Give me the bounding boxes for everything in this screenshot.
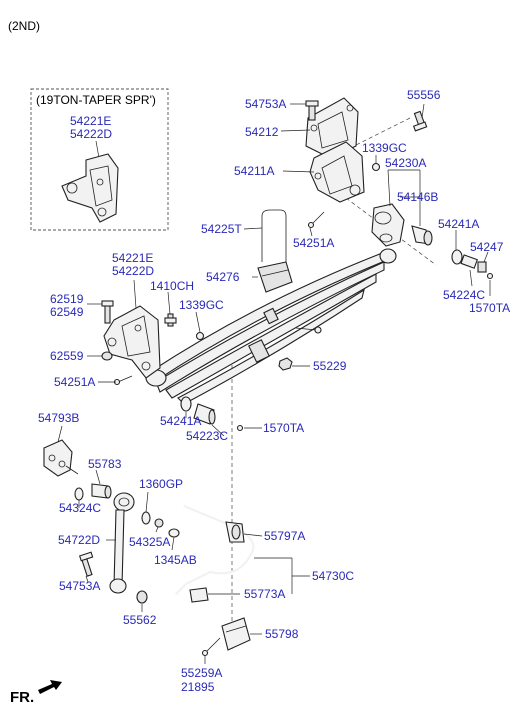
label-62549[interactable]: 62549 [50, 305, 84, 319]
label-54324c[interactable]: 54324C [59, 501, 101, 515]
label-55783[interactable]: 55783 [88, 457, 122, 471]
washer-right[interactable] [451, 249, 463, 265]
bushing-54146b[interactable] [411, 225, 433, 246]
label-54241a-mid[interactable]: 54241A [160, 414, 201, 428]
label-1339gc-top[interactable]: 1339GC [362, 141, 407, 155]
label-54222d[interactable]: 54222D [112, 264, 154, 278]
label-55556[interactable]: 55556 [407, 88, 441, 102]
label-55259a[interactable]: 55259A [181, 666, 222, 680]
label-1410ch[interactable]: 1410CH [150, 279, 194, 293]
bolt-62519[interactable] [101, 300, 114, 324]
label-54146b[interactable]: 54146B [397, 190, 438, 204]
u-bolt[interactable] [261, 209, 287, 262]
label-54211a[interactable]: 54211A [234, 164, 274, 178]
label-54221e[interactable]: 54221E [112, 251, 153, 265]
front-direction-label: FR. [10, 689, 34, 706]
nut-55229[interactable] [278, 357, 293, 371]
front-arrow-icon [38, 680, 62, 694]
leader-lines [57, 103, 491, 664]
bushing-55797a[interactable] [225, 521, 245, 543]
label-1570ta-mid[interactable]: 1570TA [263, 421, 304, 435]
bolt-55259a[interactable] [201, 637, 221, 657]
label-54212[interactable]: 54212 [245, 125, 279, 139]
nut-62559[interactable] [101, 351, 113, 361]
label-55773a[interactable]: 55773A [244, 587, 285, 601]
label-54247[interactable]: 54247 [470, 240, 504, 254]
nut-1345ab[interactable] [168, 528, 180, 538]
inset-spring-hanger [61, 153, 119, 223]
stabilizer-bracket[interactable] [43, 439, 79, 477]
washer-1360gp[interactable] [141, 511, 151, 525]
shackle-assembly[interactable] [371, 203, 405, 247]
label-54793b[interactable]: 54793B [38, 411, 79, 425]
bump-stopper[interactable] [257, 261, 293, 293]
bolt-1410ch[interactable] [164, 313, 177, 327]
label-1345ab[interactable]: 1345AB [154, 553, 197, 567]
grease-nipple-mid[interactable] [236, 424, 244, 432]
label-54325a[interactable]: 54325A [129, 535, 170, 549]
bolt-54251a-left[interactable] [113, 375, 133, 386]
label-55798[interactable]: 55798 [265, 627, 299, 641]
label-54225t[interactable]: 54225T [201, 222, 242, 236]
washer-54324c[interactable] [74, 487, 84, 501]
leaf-spring[interactable] [145, 248, 397, 405]
inset-box: (19TON-TAPER SPR') 54221E 54222D [30, 88, 169, 231]
inset-part-1[interactable]: 54221E [70, 114, 111, 128]
bolt-55556[interactable] [412, 110, 428, 132]
nut-top[interactable] [371, 162, 381, 172]
label-21895[interactable]: 21895 [181, 680, 215, 694]
bushing-55783[interactable] [91, 483, 112, 499]
label-54251a-top[interactable]: 54251A [293, 236, 334, 250]
label-62519[interactable]: 62519 [50, 292, 84, 306]
front-direction-indicator: FR. [10, 680, 62, 706]
front-spring-hanger[interactable] [103, 305, 161, 379]
grease-nipple-right[interactable] [486, 272, 494, 280]
variant-header: (2ND) [8, 19, 40, 33]
label-54276[interactable]: 54276 [206, 270, 240, 284]
label-1570ta-right[interactable]: 1570TA [469, 301, 510, 315]
label-54230a[interactable]: 54230A [385, 156, 426, 170]
stabilizer-bar[interactable] [175, 504, 255, 595]
label-54753a-bot[interactable]: 54753A [59, 579, 100, 593]
label-55229[interactable]: 55229 [313, 359, 347, 373]
stabilizer-link[interactable] [109, 492, 135, 594]
label-54722d[interactable]: 54722D [58, 533, 100, 547]
label-55562[interactable]: 55562 [123, 613, 157, 627]
label-54251a-left[interactable]: 54251A [54, 375, 95, 389]
rear-hanger-bracket-lower[interactable] [309, 141, 365, 203]
inset-part-2[interactable]: 54222D [70, 127, 112, 141]
nut-54325a[interactable] [154, 518, 164, 528]
label-1339gc-mid[interactable]: 1339GC [179, 298, 224, 312]
bolt-top[interactable] [305, 100, 319, 121]
bolt-bottom[interactable] [78, 551, 94, 577]
bushing-54224c[interactable] [460, 254, 478, 269]
bushing-55773a[interactable] [189, 587, 209, 603]
label-54753a-top[interactable]: 54753A [245, 97, 286, 111]
nut-mid[interactable] [195, 331, 205, 341]
washer-mid[interactable] [180, 396, 192, 412]
label-1360gp[interactable]: 1360GP [139, 477, 183, 491]
bushing-54223c[interactable] [193, 403, 216, 425]
label-54241a-right[interactable]: 54241A [438, 217, 479, 231]
nut-55562[interactable] [136, 590, 148, 604]
label-55797a[interactable]: 55797A [264, 529, 305, 543]
label-62559[interactable]: 62559 [50, 349, 84, 363]
label-54223c[interactable]: 54223C [186, 429, 228, 443]
bolt-54251a-top[interactable] [307, 211, 325, 229]
part-labels: 54753A 55556 54212 1339GC 54230A 54211A … [38, 88, 510, 694]
label-54730c[interactable]: 54730C [312, 569, 354, 583]
label-54224c[interactable]: 54224C [443, 288, 485, 302]
inset-title: (19TON-TAPER SPR') [36, 93, 156, 107]
nut-54247[interactable] [477, 261, 487, 273]
clamp-55798[interactable] [221, 617, 251, 651]
